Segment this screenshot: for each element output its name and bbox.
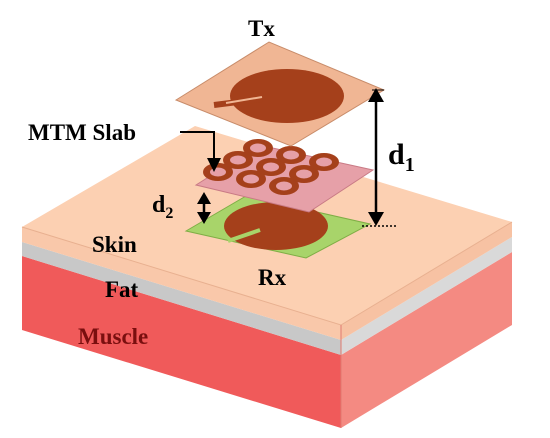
mtm-ring-hole (243, 174, 259, 184)
mtm-ring-hole (283, 150, 299, 160)
muscle-front-face (22, 256, 341, 428)
rx-feed-slot (227, 228, 261, 243)
mtm-ring-hole (250, 143, 266, 153)
d2-dimension: d2 (152, 192, 211, 224)
skin-front-face (22, 227, 341, 340)
fat-front-face (22, 242, 341, 355)
mtm-leader-arrow (207, 158, 221, 172)
fat-side-face (341, 237, 512, 355)
tx-antenna (174, 41, 386, 147)
mtm-ring-hole (296, 169, 312, 179)
mtm-ring-hole (210, 167, 226, 177)
mtm-ring-hole (316, 157, 332, 167)
mtm-callout: MTM Slab (28, 120, 221, 172)
mtm-slab-label: MTM Slab (28, 120, 136, 145)
tx-patch (230, 69, 344, 123)
mtm-slab (194, 139, 375, 213)
mtm-ring-array (203, 139, 339, 195)
fat-label: Fat (105, 277, 139, 302)
rx-antenna (184, 195, 372, 259)
tx-label: Tx (248, 16, 275, 41)
d1-arrow-bottom (368, 212, 384, 226)
muscle-side-face (341, 252, 512, 428)
mtm-leader-line (180, 131, 215, 160)
mtm-ring-hole (263, 162, 279, 172)
d2-arrow-top (197, 192, 211, 204)
mtm-ring-hole (276, 181, 292, 191)
skin-label: Skin (92, 232, 137, 257)
skin-side-face (341, 222, 512, 340)
d1-arrow-top (368, 88, 384, 102)
muscle-label: Muscle (78, 324, 148, 349)
d2-arrow-bottom (197, 212, 211, 224)
mtm-ring-hole (230, 155, 246, 165)
tx-feed-slot (225, 96, 263, 104)
rx-patch (224, 202, 328, 250)
d1-dimension: d1 (362, 88, 415, 227)
rx-label: Rx (258, 265, 287, 290)
d1-label: d1 (388, 138, 415, 176)
d2-label: d2 (152, 192, 173, 222)
